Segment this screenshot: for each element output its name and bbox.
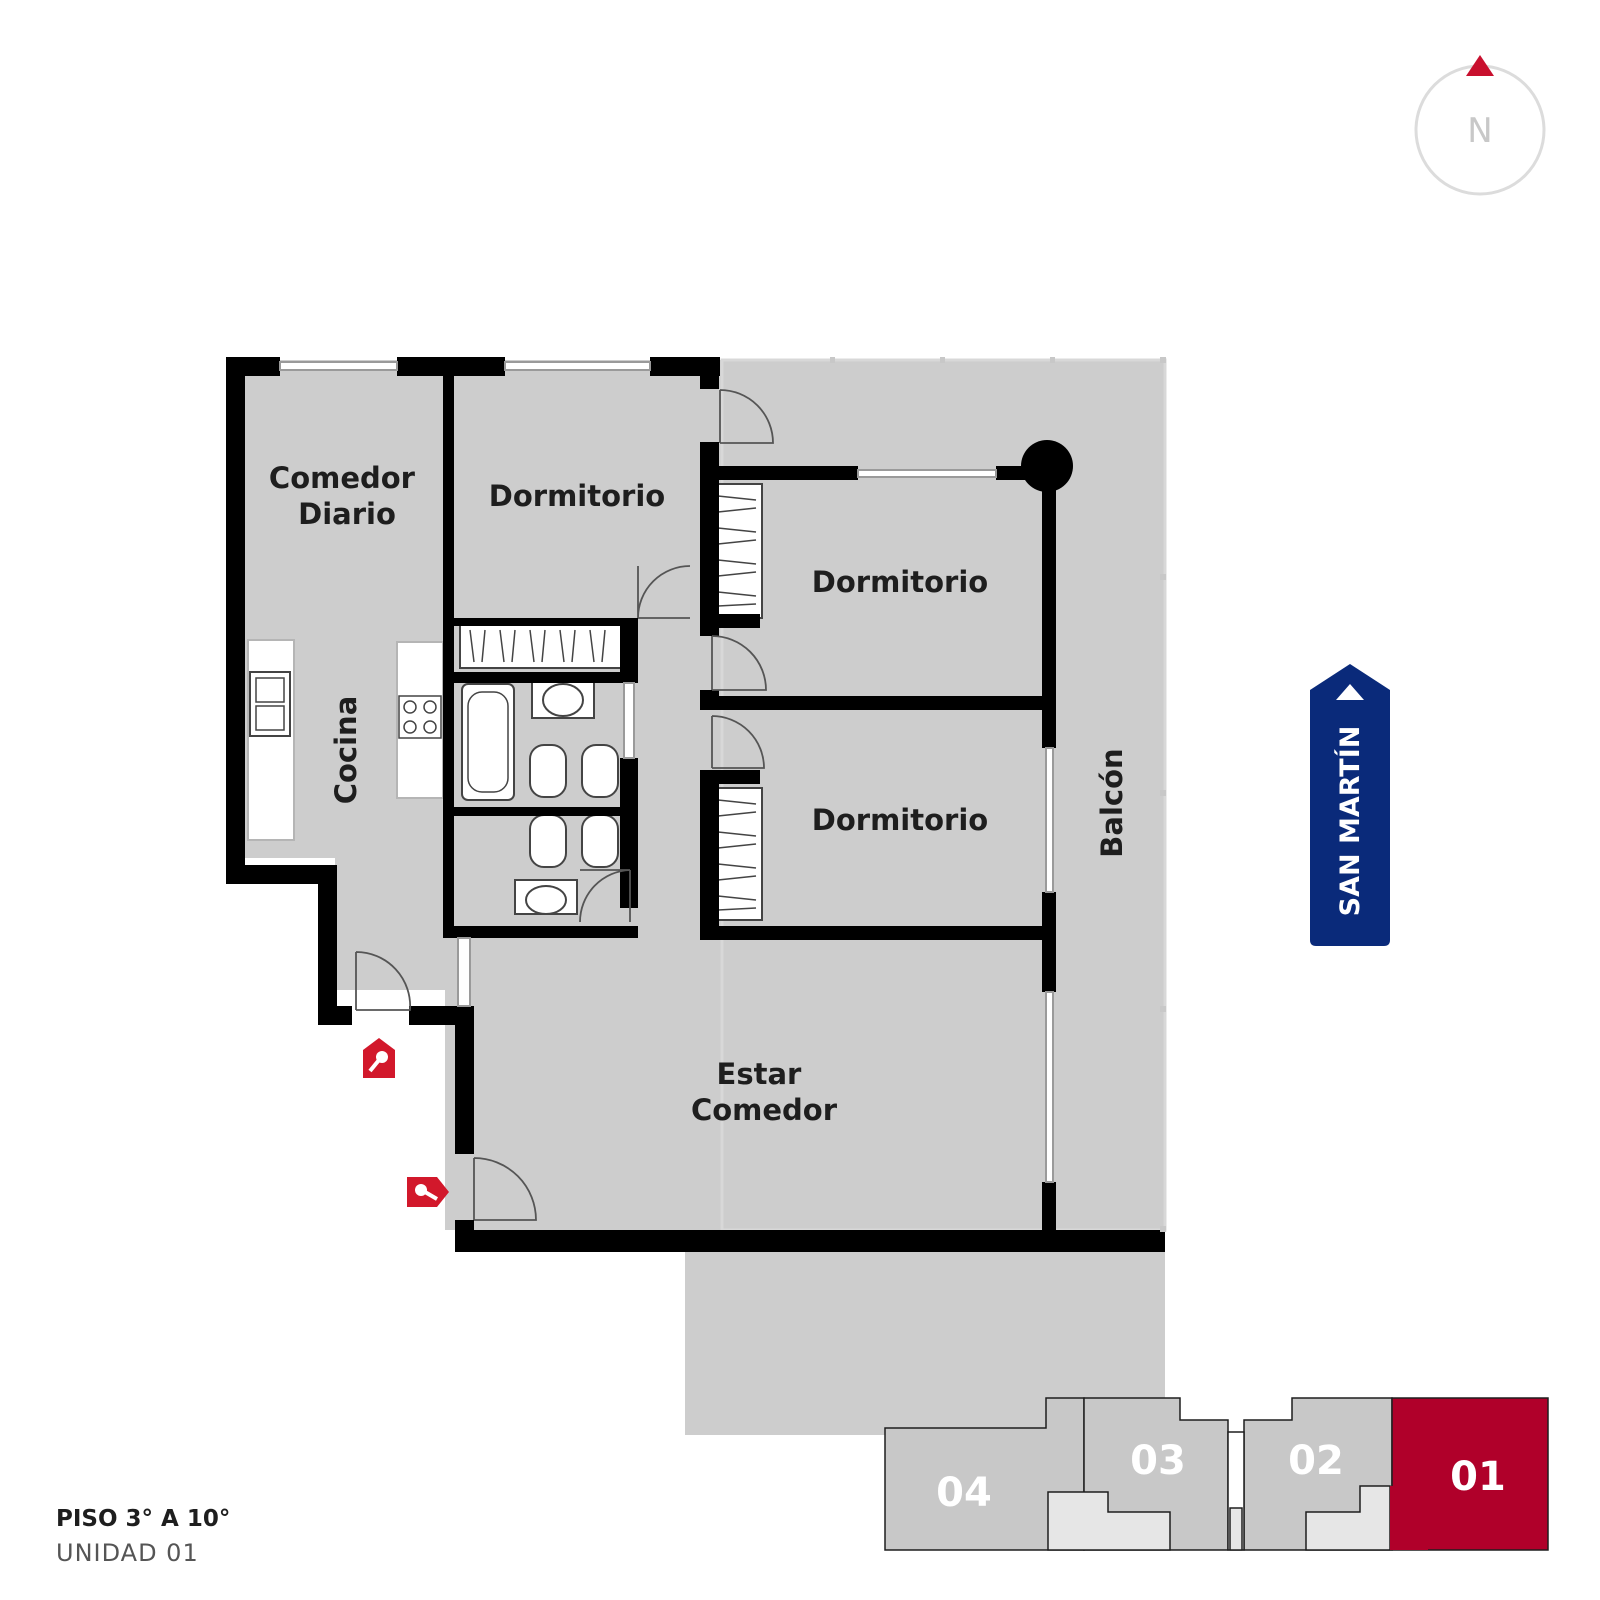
toilet-icon	[581, 744, 619, 798]
balcony-outline	[720, 358, 1167, 1232]
balcony-rail-ticks	[830, 357, 1166, 1232]
bidet-icon	[529, 814, 567, 868]
doors	[355, 389, 774, 1221]
key-plan-label-02: 02	[1288, 1438, 1344, 1484]
compass-north-label: N	[1467, 111, 1492, 151]
cooktop-icon	[398, 695, 442, 739]
unit-subtitle: UNIDAD 01	[56, 1539, 199, 1567]
key-plan-label-03: 03	[1130, 1438, 1186, 1484]
bidet-icon	[529, 744, 567, 798]
room-label-comedor-diario: Comedor Diario	[269, 461, 425, 531]
room-label-cocina: Cocina	[329, 696, 363, 805]
closet-hangers	[469, 495, 757, 911]
windows	[279, 361, 1054, 1183]
room-label-balcon: Balcón	[1095, 748, 1129, 857]
compass: N	[1414, 55, 1546, 196]
kitchen-fixtures	[247, 639, 444, 841]
arrow-up-icon	[1336, 684, 1364, 700]
floor-range-title: PISO 3° A 10°	[56, 1506, 231, 1532]
caption: PISO 3° A 10° UNIDAD 01	[56, 1502, 230, 1570]
entrance-key-icon	[407, 1177, 449, 1207]
room-label-dormitorio-2: Dormitorio	[812, 565, 988, 599]
key-plan-label-01: 01	[1450, 1454, 1506, 1500]
toilet-icon	[581, 814, 619, 868]
bathtub-icon	[461, 683, 515, 801]
sink-icon	[531, 679, 595, 719]
street-name: SAN MARTÍN	[1334, 726, 1366, 917]
key-plan	[884, 1397, 1549, 1551]
room-label-dormitorio-1: Dormitorio	[489, 479, 665, 513]
entrance-key-icon	[363, 1038, 395, 1078]
room-label-estar-comedor: Estar Comedor	[691, 1057, 838, 1127]
walls	[226, 357, 1165, 1252]
room-label-dormitorio-3: Dormitorio	[812, 803, 988, 837]
street-sign: SAN MARTÍN	[1310, 664, 1390, 946]
key-plan-label-04: 04	[936, 1470, 992, 1516]
north-arrow-icon	[1466, 55, 1494, 76]
key-plan-labels: 04 03 02 01	[936, 1438, 1506, 1516]
